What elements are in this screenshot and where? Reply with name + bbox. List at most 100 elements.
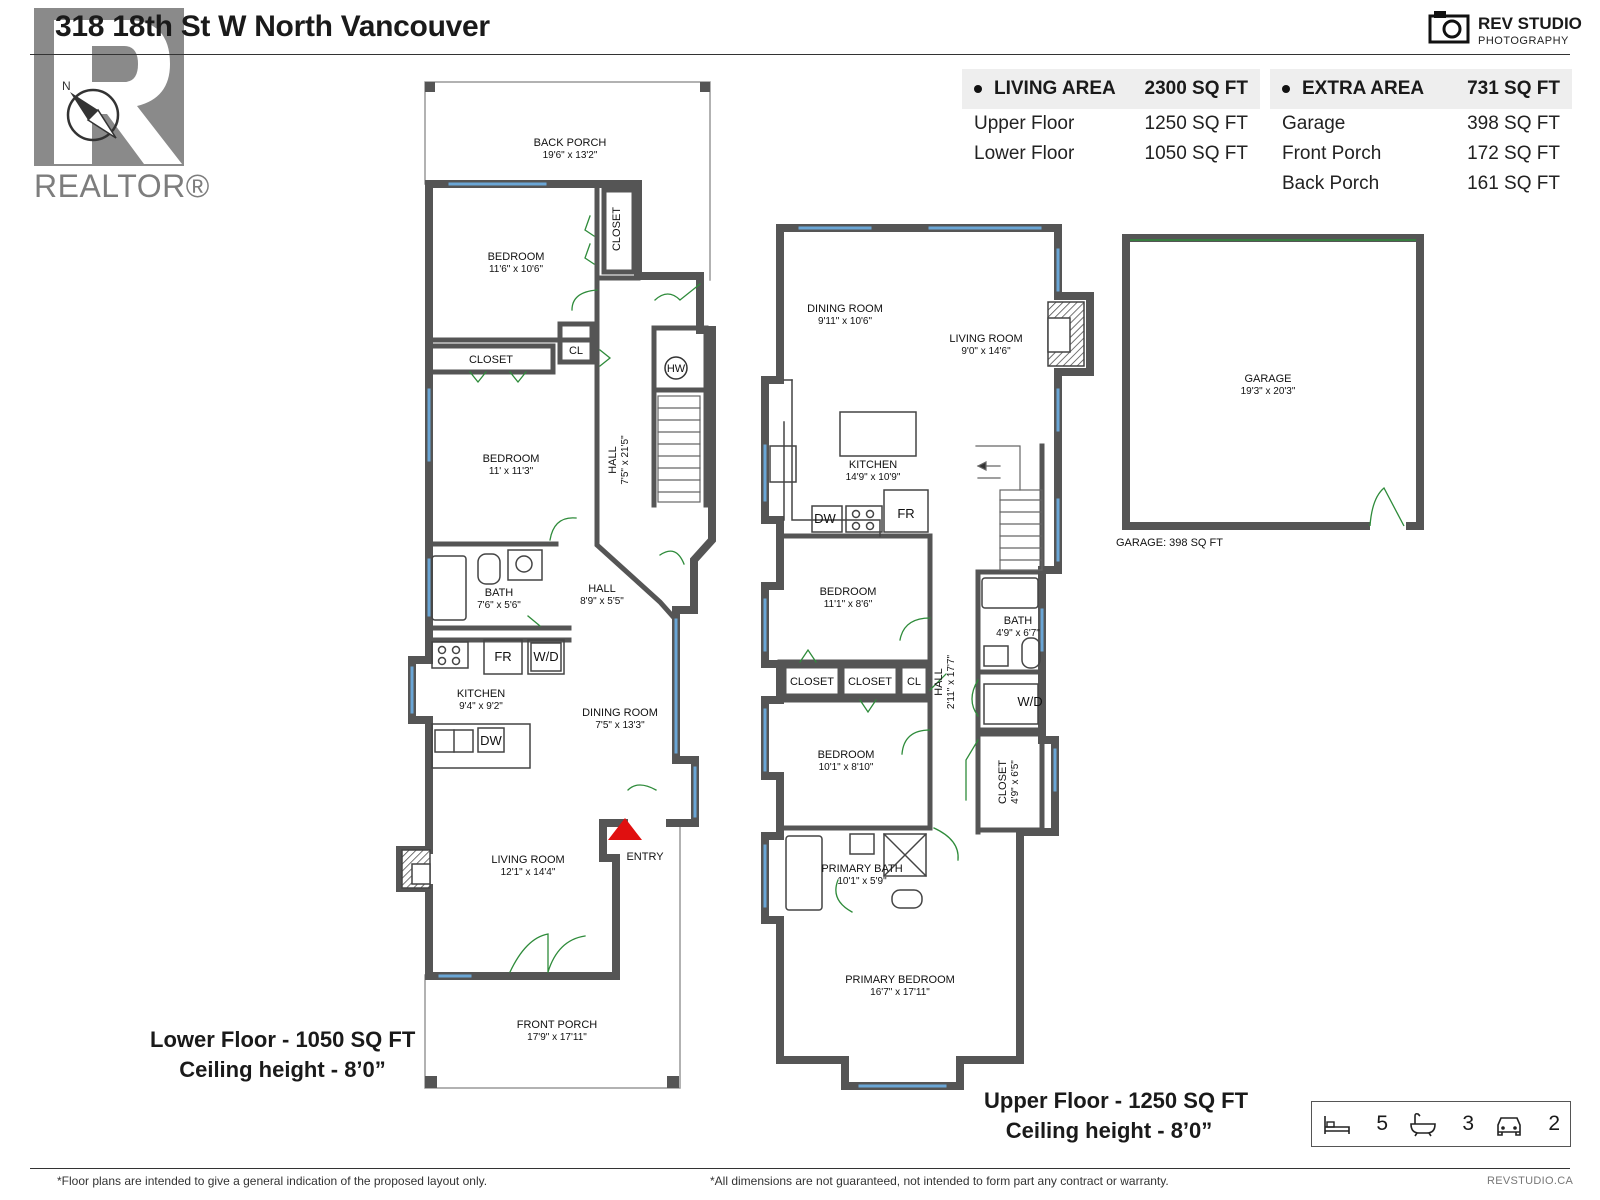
brand-subtitle: PHOTOGRAPHY xyxy=(1478,35,1569,47)
toilet-icon xyxy=(477,553,501,585)
bedroom-count: 5 xyxy=(1312,1102,1398,1146)
page-title: 318 18th St W North Vancouver xyxy=(55,10,490,43)
room-name: BACK PORCH xyxy=(534,137,607,149)
upper-floor-ceiling: Ceiling height - 8’0” xyxy=(1005,1118,1213,1143)
room-dimensions: 7'5" x 13'3" xyxy=(595,720,645,731)
area-row: Upper Floor 1250 SQ FT xyxy=(962,109,1260,139)
area-row-value: 161 SQ FT xyxy=(1467,173,1560,194)
sink-icon xyxy=(983,645,1009,667)
room-dimensions: 11'1" x 8'6" xyxy=(824,599,873,610)
room-name: BEDROOM xyxy=(818,749,875,761)
toilet-icon xyxy=(891,889,923,909)
room-dimensions: 8'9" x 5'5" xyxy=(580,596,624,607)
bathtub-icon xyxy=(981,577,1039,609)
room-dimensions: 10'1" x 5'9" xyxy=(837,876,887,887)
room-dimensions: 11' x 11'3" xyxy=(489,466,534,477)
upper-floor-caption: Upper Floor - 1250 SQ FT Ceiling height … xyxy=(984,1086,1249,1146)
area-row: Garage 398 SQ FT xyxy=(1270,109,1572,139)
sink-icon xyxy=(507,549,543,581)
room-dimensions: 4'9" x 6'7" xyxy=(996,628,1040,639)
lower-floor-labels: BACK PORCH 19'6" x 13'2" BEDROOM 11'6" x… xyxy=(457,137,686,1043)
room-dimensions: 9'11" x 10'6" xyxy=(818,316,873,327)
sink-icon xyxy=(849,833,875,855)
divider xyxy=(30,1168,1570,1169)
entry-marker-icon xyxy=(608,818,642,840)
area-row-value: 1050 SQ FT xyxy=(1144,143,1249,164)
room-name: HALL xyxy=(588,583,616,595)
room-dimensions: 4'9" x 6'5" xyxy=(1010,760,1021,804)
room-name: CL xyxy=(907,676,921,688)
svg-text:N: N xyxy=(62,79,71,93)
room-name: BEDROOM xyxy=(488,251,545,263)
bed-icon xyxy=(1324,1116,1350,1134)
area-row-name: Garage xyxy=(1282,113,1346,134)
room-dimensions: 10'1" x 8'10" xyxy=(819,762,874,773)
bathtub-icon xyxy=(431,555,467,621)
parking-count: 2 xyxy=(1484,1102,1570,1146)
sink-icon xyxy=(769,445,797,483)
lower-floor-ceiling: Ceiling height - 8’0” xyxy=(179,1057,386,1082)
water-heater-icon xyxy=(664,356,688,380)
room-name: BATH xyxy=(1004,615,1033,627)
realtor-logo: N xyxy=(34,8,184,166)
bathtub-icon xyxy=(1410,1112,1436,1137)
car-icon xyxy=(1497,1117,1521,1136)
extra-area-table: EXTRA AREA 731 SQ FT Garage 398 SQ FT Fr… xyxy=(1270,69,1572,199)
room-name: LIVING ROOM xyxy=(949,333,1022,345)
room-name: GARAGE xyxy=(1244,373,1291,385)
area-row-name: Upper Floor xyxy=(974,113,1075,134)
site-url: REVSTUDIO.CA xyxy=(1487,1175,1574,1187)
room-dimensions: 16'7" x 17'11" xyxy=(870,987,930,998)
living-area-label: LIVING AREA xyxy=(994,78,1116,99)
room-name: DINING ROOM xyxy=(807,303,883,315)
area-row-name: Back Porch xyxy=(1282,173,1380,194)
dishwasher-label: DW xyxy=(480,733,502,748)
fridge-label: FR xyxy=(897,506,914,521)
area-row-value: 398 SQ FT xyxy=(1467,113,1560,134)
room-name: CLOSET xyxy=(997,760,1009,804)
fridge-label: FR xyxy=(494,649,511,664)
area-row: Back Porch 161 SQ FT xyxy=(1270,169,1572,199)
garage-caption: GARAGE: 398 SQ FT xyxy=(1116,537,1223,549)
upper-floor-labels: DINING ROOM 9'11" x 10'6" LIVING ROOM 9'… xyxy=(790,303,1043,998)
lower-floor-plan xyxy=(396,81,716,1089)
room-name: PRIMARY BEDROOM xyxy=(845,974,955,986)
living-area-header: LIVING AREA 2300 SQ FT xyxy=(962,69,1260,109)
room-dimensions: 19'6" x 13'2" xyxy=(543,150,598,161)
stairs xyxy=(975,445,1043,571)
room-name: CLOSET xyxy=(848,676,892,688)
toilet-icon xyxy=(1021,637,1041,669)
room-name: BATH xyxy=(485,587,514,599)
disclaimer-right: *All dimensions are not guaranteed, not … xyxy=(710,1174,1169,1188)
extra-area-label: EXTRA AREA xyxy=(1302,78,1425,99)
room-dimensions: 19'3" x 20'3" xyxy=(1241,386,1296,397)
area-row-value: 1250 SQ FT xyxy=(1144,113,1249,134)
area-row: Lower Floor 1050 SQ FT xyxy=(962,139,1260,169)
lower-floor-area: Lower Floor - 1050 SQ FT xyxy=(150,1027,416,1052)
extra-area-header: EXTRA AREA 731 SQ FT xyxy=(1270,69,1572,109)
room-dimensions: 12'1" x 14'4" xyxy=(501,867,556,878)
back-porch xyxy=(424,81,711,281)
room-name: BEDROOM xyxy=(820,586,877,598)
room-dimensions: 7'6" x 5'6" xyxy=(477,600,521,611)
room-name: CLOSET xyxy=(611,207,623,251)
stove-icon xyxy=(431,641,469,669)
upper-floor-plan xyxy=(761,224,1094,1090)
room-dimensions: 2'11" x 17'7" xyxy=(946,655,957,710)
living-area-table: LIVING AREA 2300 SQ FT Upper Floor 1250 … xyxy=(962,69,1260,169)
area-row-name: Lower Floor xyxy=(974,143,1075,164)
room-name: HALL xyxy=(933,668,945,696)
room-name: PRIMARY BATH xyxy=(821,863,902,875)
area-row: Front Porch 172 SQ FT xyxy=(1270,139,1572,169)
bullet-icon xyxy=(1282,84,1290,93)
living-area-total: 2300 SQ FT xyxy=(1144,78,1249,99)
room-name: CLOSET xyxy=(469,354,513,366)
room-dimensions: 17'9" x 17'11" xyxy=(527,1032,587,1043)
upper-floor-area: Upper Floor - 1250 SQ FT xyxy=(984,1088,1249,1113)
bathtub-icon xyxy=(785,835,823,911)
bathroom-count: 3 xyxy=(1398,1102,1484,1146)
room-name: HALL xyxy=(607,446,619,474)
washer-dryer-label: W/D xyxy=(1017,694,1042,709)
room-dimensions: 7'5" x 21'5" xyxy=(620,435,631,485)
brand-name: REV STUDIO xyxy=(1478,14,1582,33)
